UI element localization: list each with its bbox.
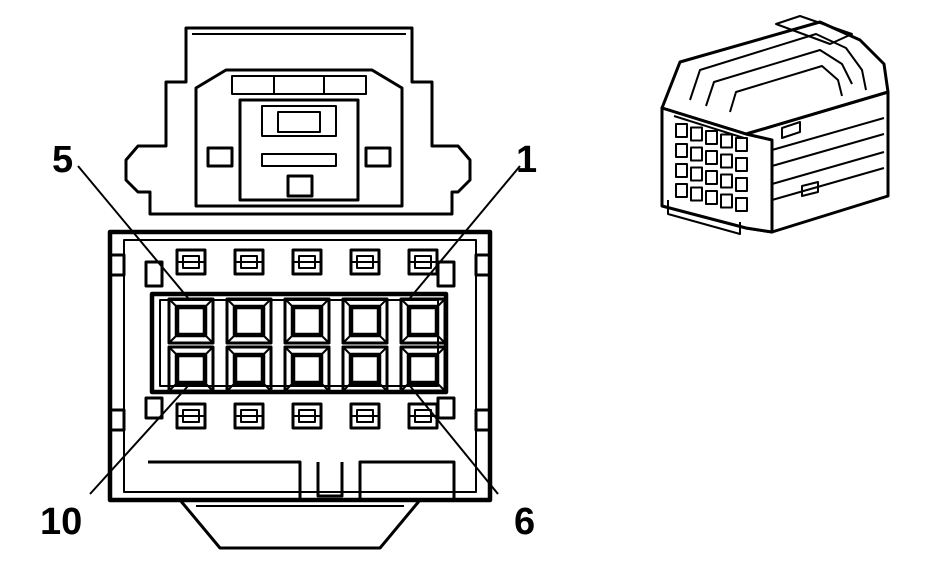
latch-window-upper — [407, 248, 439, 276]
terminal-cavities — [167, 297, 447, 393]
callout-10: 10 — [40, 501, 82, 543]
iso-cavity — [675, 143, 688, 158]
terminal-cavity — [167, 297, 215, 345]
iso-cavity — [675, 163, 688, 178]
leader-5 — [77, 165, 189, 299]
iso-cavity — [735, 197, 748, 212]
terminal-cavity — [399, 297, 447, 345]
isometric-terminal-cavities — [675, 123, 748, 212]
connector-isometric-view — [660, 15, 890, 235]
latch-windows — [175, 248, 439, 430]
connector-front-view: 5 1 10 6 — [40, 26, 537, 550]
latch-window-lower — [175, 402, 207, 430]
iso-cavity — [720, 153, 733, 169]
terminal-cavity — [283, 345, 331, 393]
iso-cavity — [720, 173, 733, 189]
terminal-cavity — [341, 297, 389, 345]
terminal-cavity — [341, 345, 389, 393]
callout-leaders — [77, 165, 521, 495]
latch-window-lower — [291, 402, 323, 430]
callout-5: 5 — [52, 139, 73, 181]
iso-cavity — [690, 186, 703, 202]
locking-tab — [124, 26, 472, 216]
iso-cavity — [705, 170, 718, 185]
latch-window-upper — [291, 248, 323, 276]
iso-cavity — [720, 133, 733, 149]
iso-cavity — [735, 157, 748, 172]
iso-cavity — [705, 150, 718, 165]
callout-6: 6 — [514, 501, 535, 543]
leader-1 — [409, 165, 521, 299]
callout-1: 1 — [516, 139, 537, 181]
iso-cavity — [690, 146, 703, 162]
iso-cavity — [690, 166, 703, 182]
iso-cavity — [690, 126, 703, 142]
latch-window-upper — [175, 248, 207, 276]
leader-6 — [409, 385, 499, 495]
terminal-cavity — [225, 297, 273, 345]
terminal-cavity — [399, 345, 447, 393]
latch-window-lower — [349, 402, 381, 430]
latch-window-lower — [233, 402, 265, 430]
leader-10 — [89, 385, 189, 495]
latch-window-upper — [349, 248, 381, 276]
iso-cavity — [675, 123, 688, 138]
iso-cavity — [705, 190, 718, 205]
terminal-cavity — [283, 297, 331, 345]
iso-cavity — [675, 183, 688, 198]
terminal-cavity — [167, 345, 215, 393]
terminal-cavity — [225, 345, 273, 393]
iso-cavity — [705, 130, 718, 145]
latch-window-upper — [233, 248, 265, 276]
iso-cavity — [735, 137, 748, 152]
latch-window-lower — [407, 402, 439, 430]
connector-body — [107, 229, 493, 550]
iso-cavity — [735, 177, 748, 192]
iso-cavity — [720, 193, 733, 209]
